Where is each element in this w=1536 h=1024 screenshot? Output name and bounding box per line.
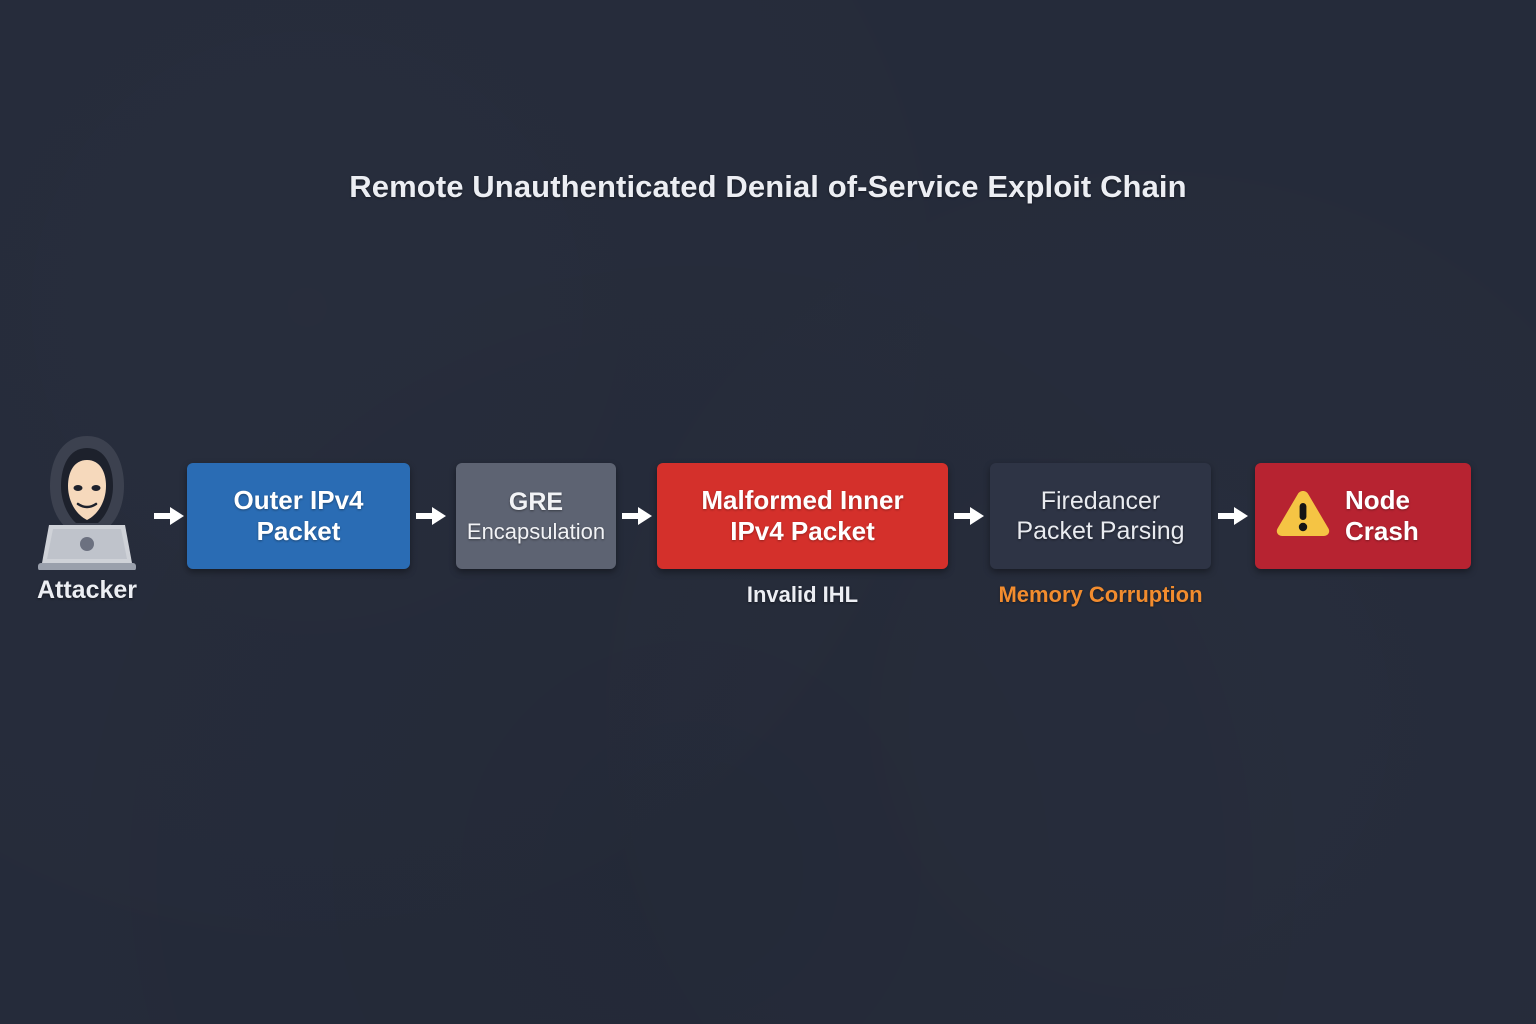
node-label-line1: Node xyxy=(1345,484,1410,515)
warning-triangle-icon xyxy=(1275,488,1331,543)
caption-memory-corruption: Memory Corruption xyxy=(998,582,1203,607)
node-outer-ipv4-packet[interactable]: Outer IPv4 Packet xyxy=(187,463,410,569)
diagram-title: Remote Unauthenticated Denial of-Service… xyxy=(349,169,1187,204)
node-label-line2: Packet Parsing xyxy=(1016,517,1185,545)
arrow-right-icon xyxy=(620,504,654,528)
exploit-chain-flow: Attacker Outer IPv4 Packet GRE Encapsula… xyxy=(0,430,1536,640)
arrow-right-icon xyxy=(952,504,986,528)
node-label-line2: IPv4 Packet xyxy=(730,516,875,546)
node-gre-encapsulation[interactable]: GRE Encapsulation xyxy=(456,463,616,569)
arrow-right-icon xyxy=(1216,504,1250,528)
node-label-line1: Malformed Inner xyxy=(701,484,904,515)
node-label-line1: Firedancer xyxy=(1040,487,1161,515)
caption-invalid-ihl: Invalid IHL xyxy=(746,582,859,607)
node-label-line2: Encapsulation xyxy=(466,518,606,544)
node-node-crash[interactable]: Node Crash xyxy=(1255,463,1471,569)
node-firedancer-packet-parsing[interactable]: Firedancer Packet Parsing xyxy=(990,463,1211,569)
node-label-line1: Outer IPv4 xyxy=(233,484,364,515)
node-label-line1: GRE xyxy=(508,487,564,516)
node-label-line2: Packet xyxy=(256,516,341,546)
hacker-hoodie-laptop-icon xyxy=(16,430,158,571)
node-malformed-inner-ipv4-packet[interactable]: Malformed Inner IPv4 Packet xyxy=(657,463,948,569)
node-label-line2: Crash xyxy=(1345,516,1419,546)
arrow-right-icon xyxy=(414,504,448,528)
attacker-node: Attacker xyxy=(16,430,158,605)
attacker-label: Attacker xyxy=(36,576,138,604)
arrow-right-icon xyxy=(152,504,186,528)
